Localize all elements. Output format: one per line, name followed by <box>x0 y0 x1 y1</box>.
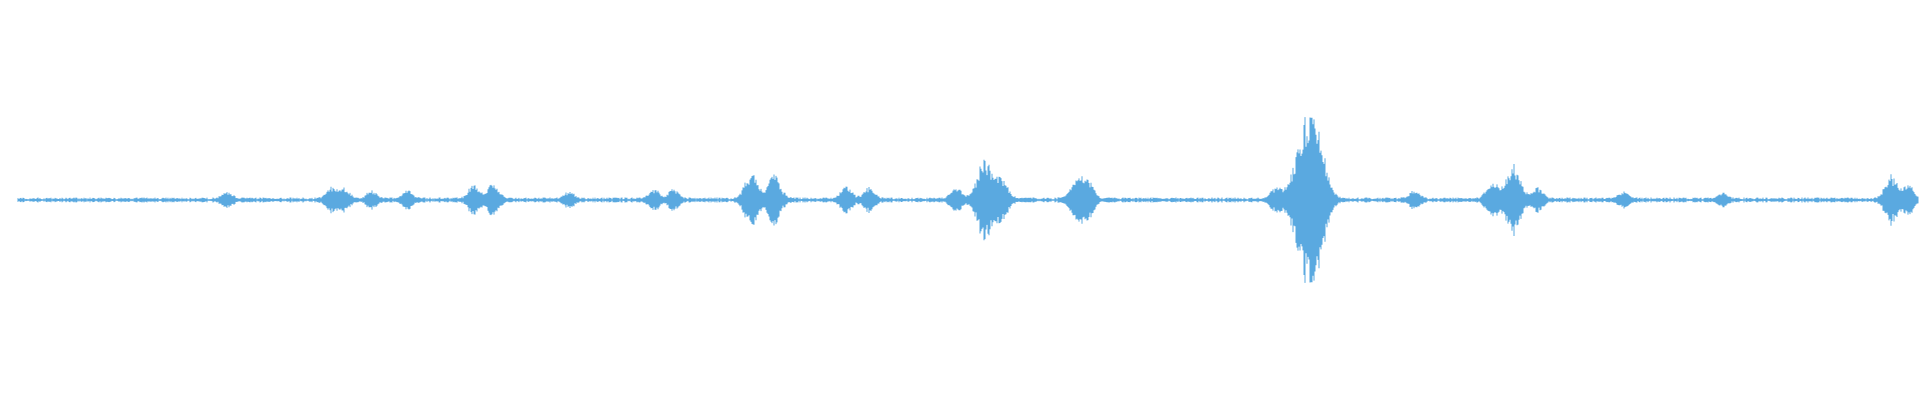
waveform-trace <box>17 117 1919 283</box>
